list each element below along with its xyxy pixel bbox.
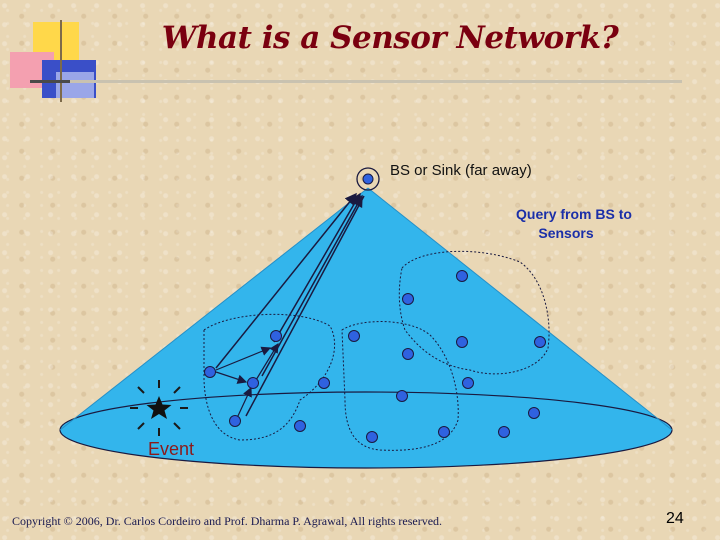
sensor-node [402,348,414,360]
bs-node [362,173,374,185]
title-underline [30,80,682,83]
sensor-node [366,431,378,443]
sensor-nodes [204,270,546,443]
route-arrow-2 [273,192,361,343]
decor-light-blue-square [56,72,94,98]
route-arrow-3 [261,194,363,377]
event-burst [130,380,188,436]
sensor-node [204,366,216,378]
hop-arrow-3 [236,386,252,419]
hop-arrow-2 [215,371,248,384]
sensor-node [396,390,408,402]
cone-left-edge [59,187,369,431]
slide-title: What is a Sensor Network? [161,20,619,56]
query-label-line2: Sensors [538,225,593,241]
bs-label: BS or Sink (far away) [390,162,532,179]
sensor-node [229,415,241,427]
sensor-node [247,377,259,389]
sensor-node [456,336,468,348]
sensor-node [348,330,360,342]
bs-ring [356,167,380,191]
route-arrow-1 [215,192,357,369]
copyright-footer: Copyright © 2006, Dr. Carlos Cordeiro an… [12,514,443,528]
page-number: 24 [666,510,684,527]
cluster-left [203,313,335,441]
hop-arrow-4 [255,342,279,381]
hop-arrow-1 [215,346,272,371]
cluster-middle [341,321,459,451]
sensor-node [438,426,450,438]
title-underline-accent [30,80,70,83]
sensor-node [402,293,414,305]
sensor-node [534,336,546,348]
sensor-node [294,420,306,432]
sensor-node [270,330,282,342]
event-label: Event [148,439,194,459]
decor-vertical-line [60,20,62,102]
sensor-node [498,426,510,438]
sensor-node [528,407,540,419]
sensor-node [318,377,330,389]
route-arrow-4 [245,195,365,417]
sensor-node [462,377,474,389]
cone-right-edge [367,187,673,431]
sensor-node [456,270,468,282]
query-label-line1: Query from BS to [516,206,632,222]
event-star-icon [146,396,172,419]
